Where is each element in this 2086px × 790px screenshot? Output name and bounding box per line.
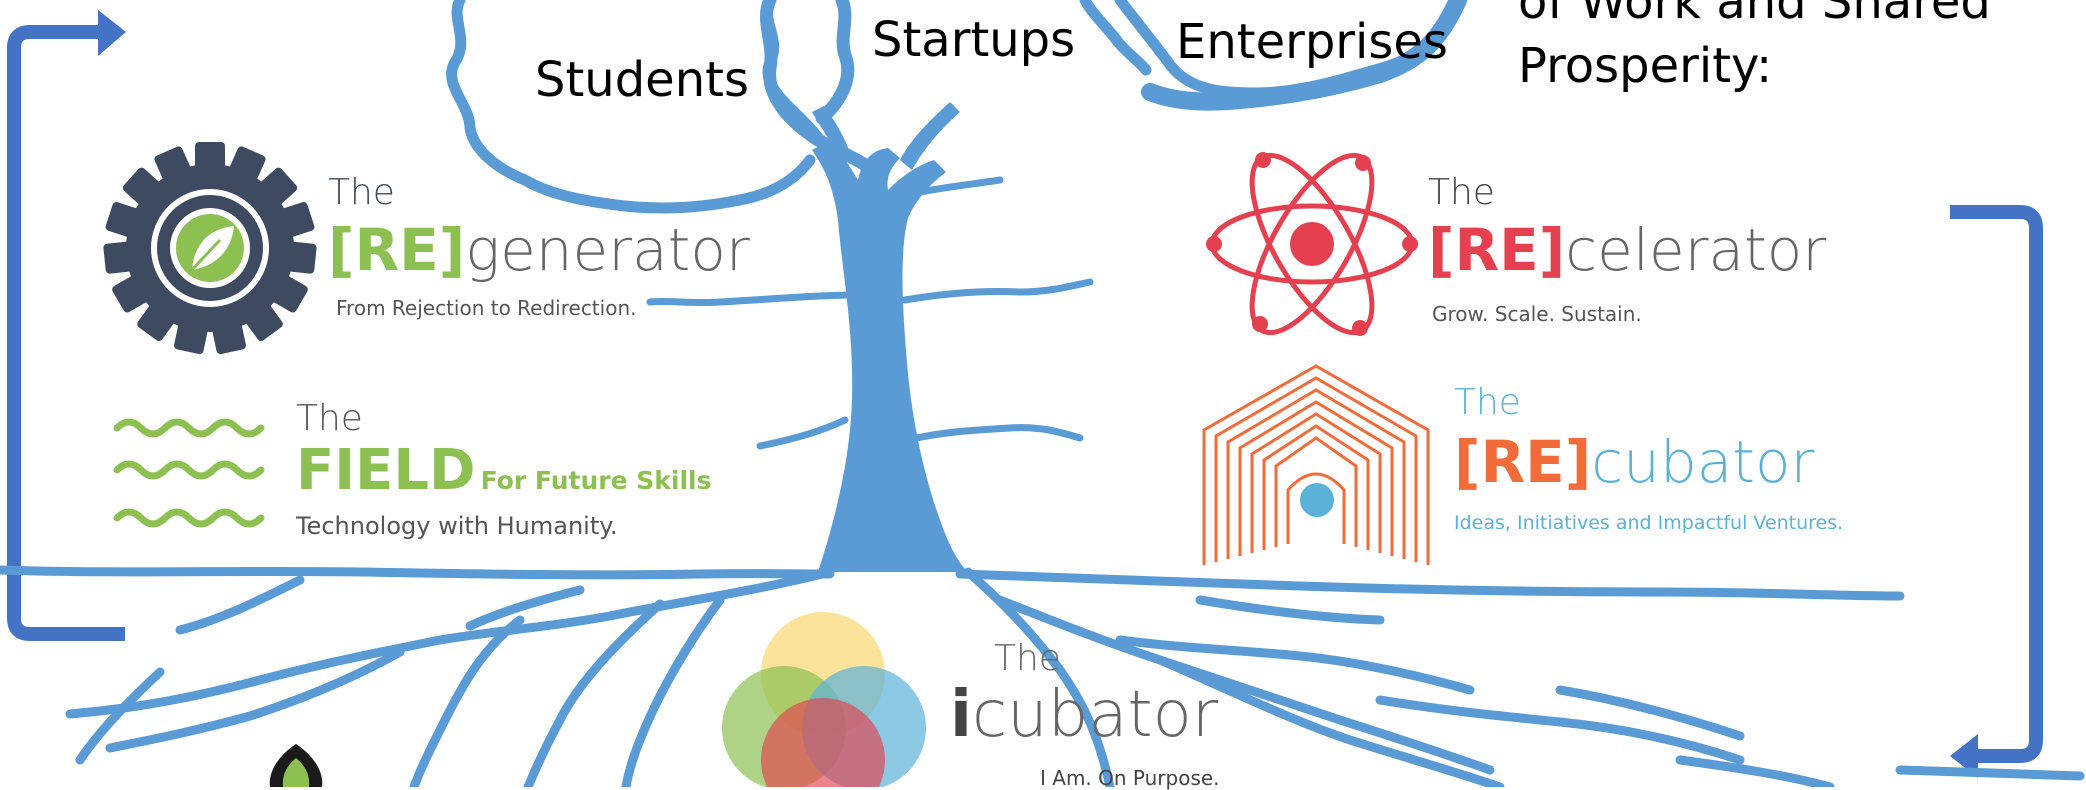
atom-icon (1206, 152, 1418, 336)
field-suffix: For Future Skills (480, 466, 712, 495)
circles-icon (722, 612, 926, 787)
icubator-tagline: I Am. On Purpose. (1040, 766, 1220, 790)
recubator-name: cubator (1591, 428, 1815, 496)
arch-icon (1202, 364, 1430, 565)
field-name: FIELD (296, 438, 476, 503)
enterprises-label: Enterprises (1176, 14, 1448, 70)
recelerator-name: celerator (1565, 216, 1827, 284)
heading-line-1: of Work and Shared (1518, 0, 1991, 30)
startups-label: Startups (872, 12, 1076, 68)
heading-line-2: Prosperity: (1518, 38, 1773, 94)
recelerator-the: The (1428, 172, 1495, 213)
regenerator-bracket: [RE] (328, 216, 466, 284)
icubator-name: cubator (971, 678, 1219, 752)
left-cycle-arrow (7, 10, 126, 641)
icubator-title: icubator (950, 678, 1218, 752)
icubator-the: The (994, 638, 1061, 679)
recubator-tagline: Ideas, Initiatives and Impactful Venture… (1454, 512, 1844, 534)
regenerator-the: The (328, 172, 395, 213)
field-tagline: Technology with Humanity. (296, 512, 618, 540)
regenerator-tagline: From Rejection to Redirection. (336, 296, 637, 320)
students-label: Students (535, 52, 749, 108)
recelerator-title: [RE]celerator (1428, 216, 1826, 284)
ground-line (0, 565, 1905, 601)
field-title: FIELD For Future Skills (296, 438, 711, 503)
wave-icon (113, 418, 265, 528)
tree-canopy (446, 0, 1467, 214)
regenerator-title: [RE]generator (328, 216, 750, 284)
recubator-bracket: [RE] (1454, 428, 1592, 496)
recelerator-bracket: [RE] (1428, 216, 1566, 284)
icubator-letter: i (950, 678, 972, 752)
tree-roots (65, 567, 2085, 787)
regenerator-name: generator (465, 216, 750, 284)
right-cycle-arrow (1950, 205, 2043, 778)
recubator-the: The (1454, 382, 1521, 423)
seed-icon (269, 744, 323, 787)
recubator-title: [RE]cubator (1454, 428, 1814, 496)
tree-branches (646, 176, 1094, 450)
gear-leaf-icon (103, 142, 317, 355)
field-the: The (296, 398, 363, 439)
tree-trunk (812, 102, 968, 572)
recelerator-tagline: Grow. Scale. Sustain. (1432, 302, 1642, 326)
